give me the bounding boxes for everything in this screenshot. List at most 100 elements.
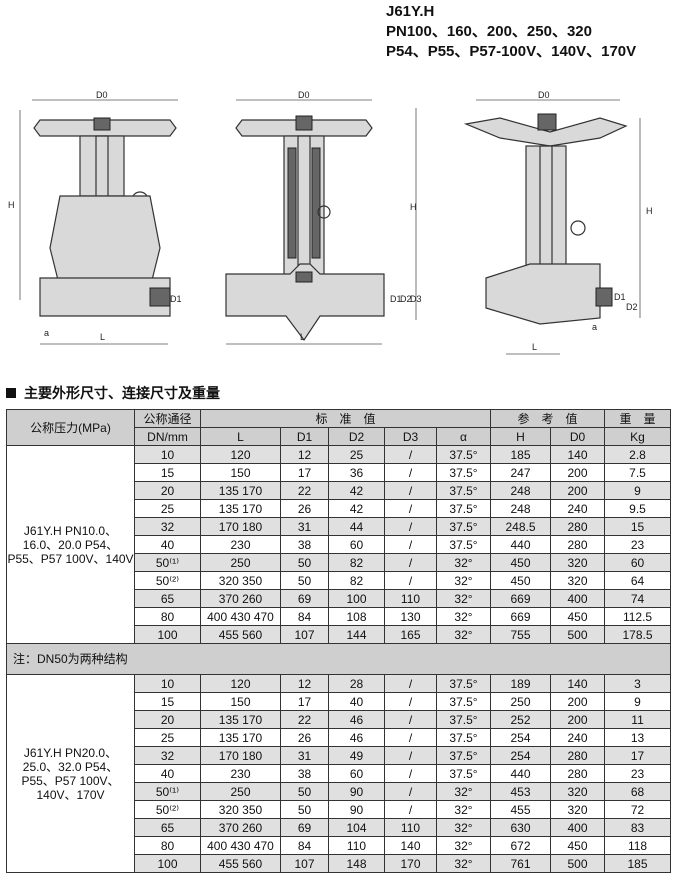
cell-h: 185 [490, 445, 551, 464]
cell-h: 247 [490, 463, 551, 482]
cell-d0: 140 [549, 445, 606, 464]
table-row: J61Y.H PN20.0、25.0、32.0 P54、P55、P57 100V… [6, 674, 672, 873]
cell-d3: / [384, 782, 437, 801]
cell-d3: 110 [384, 589, 437, 608]
cell-d2: 49 [328, 746, 385, 765]
cell-d1: 38 [280, 764, 329, 783]
col-weight: 重 量 [604, 409, 672, 428]
cell-d0: 320 [549, 782, 606, 801]
cell-d3: / [384, 728, 437, 747]
cell-d3: / [384, 764, 437, 783]
table-row: J61Y.H PN10.0、16.0、20.0 P54、P55、P57 100V… [6, 445, 672, 644]
cell-h: 189 [490, 674, 551, 693]
cell-h: 252 [490, 710, 551, 729]
d2-label-3: D2 [626, 302, 638, 312]
cell-h: 440 [490, 764, 551, 783]
cell-h: 755 [490, 625, 551, 644]
cell-d1: 50 [280, 553, 329, 572]
spec-table: 公称压力(MPa) 公称通径 标 准 值 参 考 值 重 量 DN/mm L D… [5, 409, 672, 873]
cell-dn: 25 [134, 499, 201, 518]
cell-dn: 50⁽¹⁾ [134, 782, 201, 801]
cell-kg: 83 [604, 818, 672, 837]
cell-d0: 280 [549, 517, 606, 536]
col-kg: Kg [604, 427, 672, 446]
cell-a: 32° [436, 589, 491, 608]
cell-dn: 80 [134, 836, 201, 855]
cell-kg: 68 [604, 782, 672, 801]
cell-a: 37.5° [436, 692, 491, 711]
cell-h: 248 [490, 499, 551, 518]
cell-d0: 200 [549, 710, 606, 729]
cell-d3: 165 [384, 625, 437, 644]
cell-d3: / [384, 571, 437, 590]
cell-dn: 15 [134, 463, 201, 482]
cell-d3: / [384, 746, 437, 765]
cell-a: 37.5° [436, 764, 491, 783]
cell-kg: 9 [604, 481, 672, 500]
cell-kg: 112.5 [604, 607, 672, 626]
cell-d1: 84 [280, 836, 329, 855]
table-note: 注：DN50为两种结构 [5, 643, 672, 675]
cell-dn: 20 [134, 710, 201, 729]
cell-dn: 25 [134, 728, 201, 747]
cell-d2: 46 [328, 710, 385, 729]
cell-a: 32° [436, 571, 491, 590]
l-label-2: L [300, 332, 305, 342]
h-label-3: H [646, 206, 653, 216]
cell-h: 440 [490, 535, 551, 554]
cell-kg: 118 [604, 836, 672, 855]
d0-label: D0 [96, 90, 108, 100]
cell-d2: 46 [328, 728, 385, 747]
cell-d1: 69 [280, 589, 329, 608]
cell-l: 320 350 [200, 571, 281, 590]
col-standard: 标 准 值 [200, 409, 491, 428]
cell-d1: 17 [280, 463, 329, 482]
cell-l: 120 [200, 445, 281, 464]
cell-l: 170 180 [200, 746, 281, 765]
cell-d3: / [384, 800, 437, 819]
cell-l: 230 [200, 535, 281, 554]
cell-d1: 31 [280, 746, 329, 765]
cell-d1: 31 [280, 517, 329, 536]
cell-l: 400 430 470 [200, 607, 281, 626]
cell-d3: / [384, 710, 437, 729]
cell-d1: 107 [280, 854, 329, 873]
cell-d3: / [384, 535, 437, 554]
cell-d2: 60 [328, 764, 385, 783]
cell-h: 669 [490, 607, 551, 626]
cell-d0: 400 [549, 589, 606, 608]
table-head-row-1: 公称压力(MPa) 公称通径 标 准 值 参 考 值 重 量 [6, 409, 672, 446]
cell-kg: 64 [604, 571, 672, 590]
cell-a: 37.5° [436, 445, 491, 464]
cell-d0: 280 [549, 535, 606, 554]
cell-h: 248 [490, 481, 551, 500]
cell-h: 453 [490, 782, 551, 801]
group-label-2: J61Y.H PN20.0、25.0、32.0 P54、P55、P57 100V… [6, 674, 135, 873]
cell-l: 135 170 [200, 728, 281, 747]
cell-d1: 12 [280, 674, 329, 693]
cell-d3: / [384, 674, 437, 693]
cell-dn: 10 [134, 445, 201, 464]
valve-drawing-side: D0 H L a D1 [8, 90, 182, 345]
cell-d0: 240 [549, 728, 606, 747]
col-d0: D0 [549, 427, 606, 446]
cell-kg: 17 [604, 746, 672, 765]
cell-d2: 90 [328, 782, 385, 801]
cell-kg: 185 [604, 854, 672, 873]
cell-dn: 40 [134, 764, 201, 783]
cell-h: 450 [490, 571, 551, 590]
cell-d0: 280 [549, 746, 606, 765]
cell-dn: 50⁽²⁾ [134, 571, 201, 590]
model-header: J61Y.H PN100、160、200、250、320 P54、P55、P57… [386, 2, 636, 62]
temperature-ratings: P54、P55、P57-100V、140V、170V [386, 43, 637, 60]
cell-d2: 82 [328, 553, 385, 572]
cell-l: 135 170 [200, 481, 281, 500]
cell-d1: 84 [280, 607, 329, 626]
cell-a: 37.5° [436, 517, 491, 536]
